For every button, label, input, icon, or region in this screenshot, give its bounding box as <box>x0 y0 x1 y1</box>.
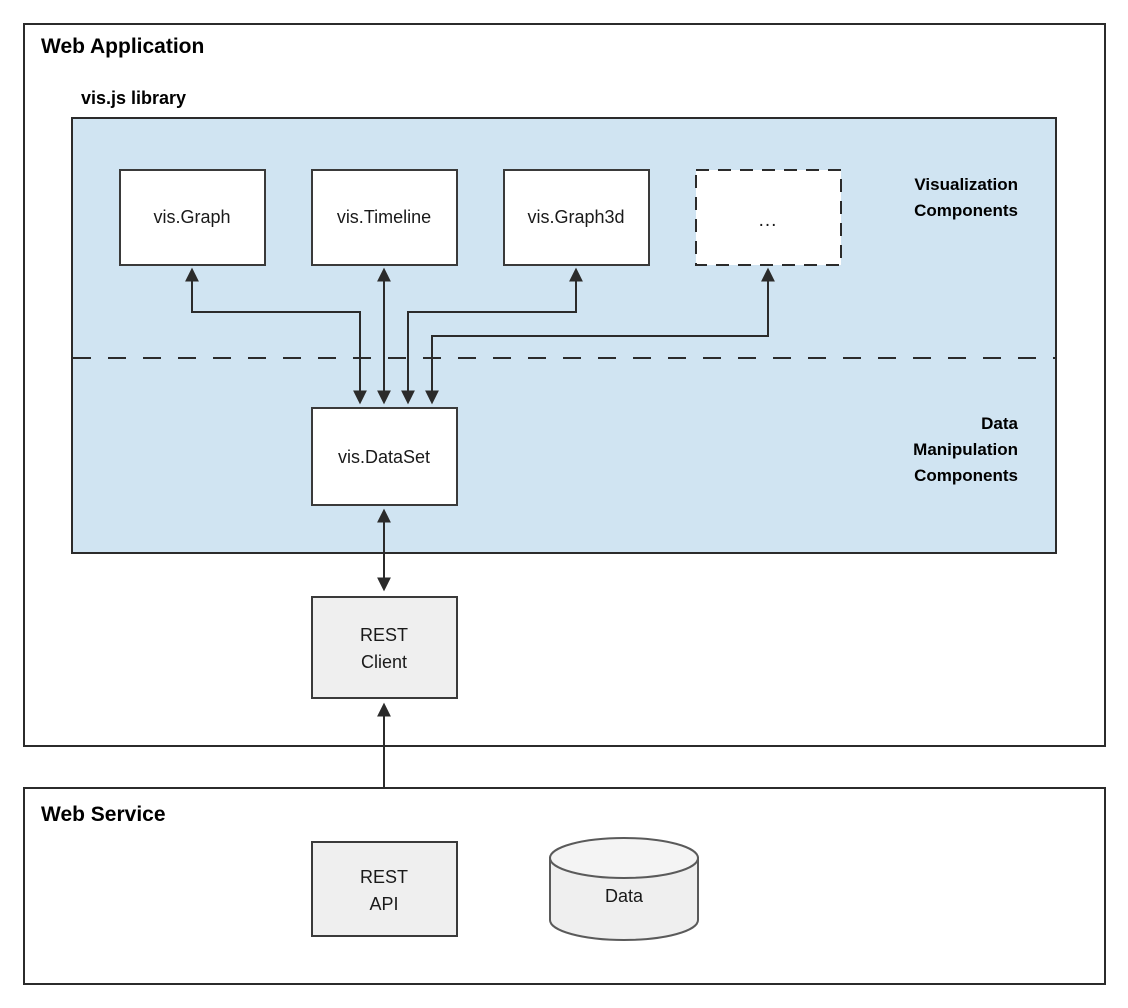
frame-web-service: Web Service <box>23 787 1106 985</box>
node-vis-timeline[interactable]: vis.Timeline <box>311 169 458 266</box>
web-application-title: Web Application <box>41 35 204 58</box>
vis-graph-box[interactable] <box>119 169 266 266</box>
rest-client-label-line-1: REST <box>360 625 408 645</box>
vis-timeline-box[interactable] <box>311 169 458 266</box>
vis-graph3d-label: vis.Graph3d <box>527 207 624 227</box>
rest-client-label-line-2: Client <box>361 652 407 672</box>
visualization-zone-line-1: Visualization <box>914 175 1018 194</box>
web-service-title: Web Service <box>41 803 166 826</box>
node-rest-api[interactable]: REST API <box>311 841 458 937</box>
node-more-components[interactable]: ... <box>695 169 842 266</box>
node-vis-dataset[interactable]: vis.DataSet <box>311 407 458 506</box>
node-rest-client[interactable]: REST Client <box>311 596 458 699</box>
vis-graph-label: vis.Graph <box>153 207 230 227</box>
data-store-cylinder-top <box>549 837 699 879</box>
node-vis-graph3d[interactable]: vis.Graph3d <box>503 169 650 266</box>
rest-api-label-line-2: API <box>369 894 398 914</box>
data-zone-line-1: Data <box>981 414 1018 433</box>
rest-client-box[interactable] <box>311 596 458 699</box>
vis-timeline-label: vis.Timeline <box>337 207 431 227</box>
web-service-border <box>23 787 1106 985</box>
vis-dataset-label: vis.DataSet <box>338 447 430 467</box>
node-vis-graph[interactable]: vis.Graph <box>119 169 266 266</box>
data-store-label: Data <box>605 886 644 906</box>
data-store-cylinder-body[interactable] <box>549 857 699 941</box>
data-zone-line-3: Components <box>914 466 1018 485</box>
connector-dataset-more-components <box>425 267 775 405</box>
zone-label-visualization: Visualization Components <box>914 175 1018 220</box>
rest-api-label-line-1: REST <box>360 867 408 887</box>
connector-dataset-vis-graph <box>185 267 367 405</box>
vis-dataset-box[interactable] <box>311 407 458 506</box>
more-components-box[interactable] <box>695 169 842 266</box>
zone-label-data-manipulation: Data Manipulation Components <box>913 414 1018 485</box>
more-components-label: ... <box>759 210 778 231</box>
data-zone-line-2: Manipulation <box>913 440 1018 459</box>
rest-api-box[interactable] <box>311 841 458 937</box>
visjs-library-title: vis.js library <box>81 88 186 108</box>
node-data-store[interactable]: Data <box>549 837 699 941</box>
vis-graph3d-box[interactable] <box>503 169 650 266</box>
visualization-zone-line-2: Components <box>914 201 1018 220</box>
